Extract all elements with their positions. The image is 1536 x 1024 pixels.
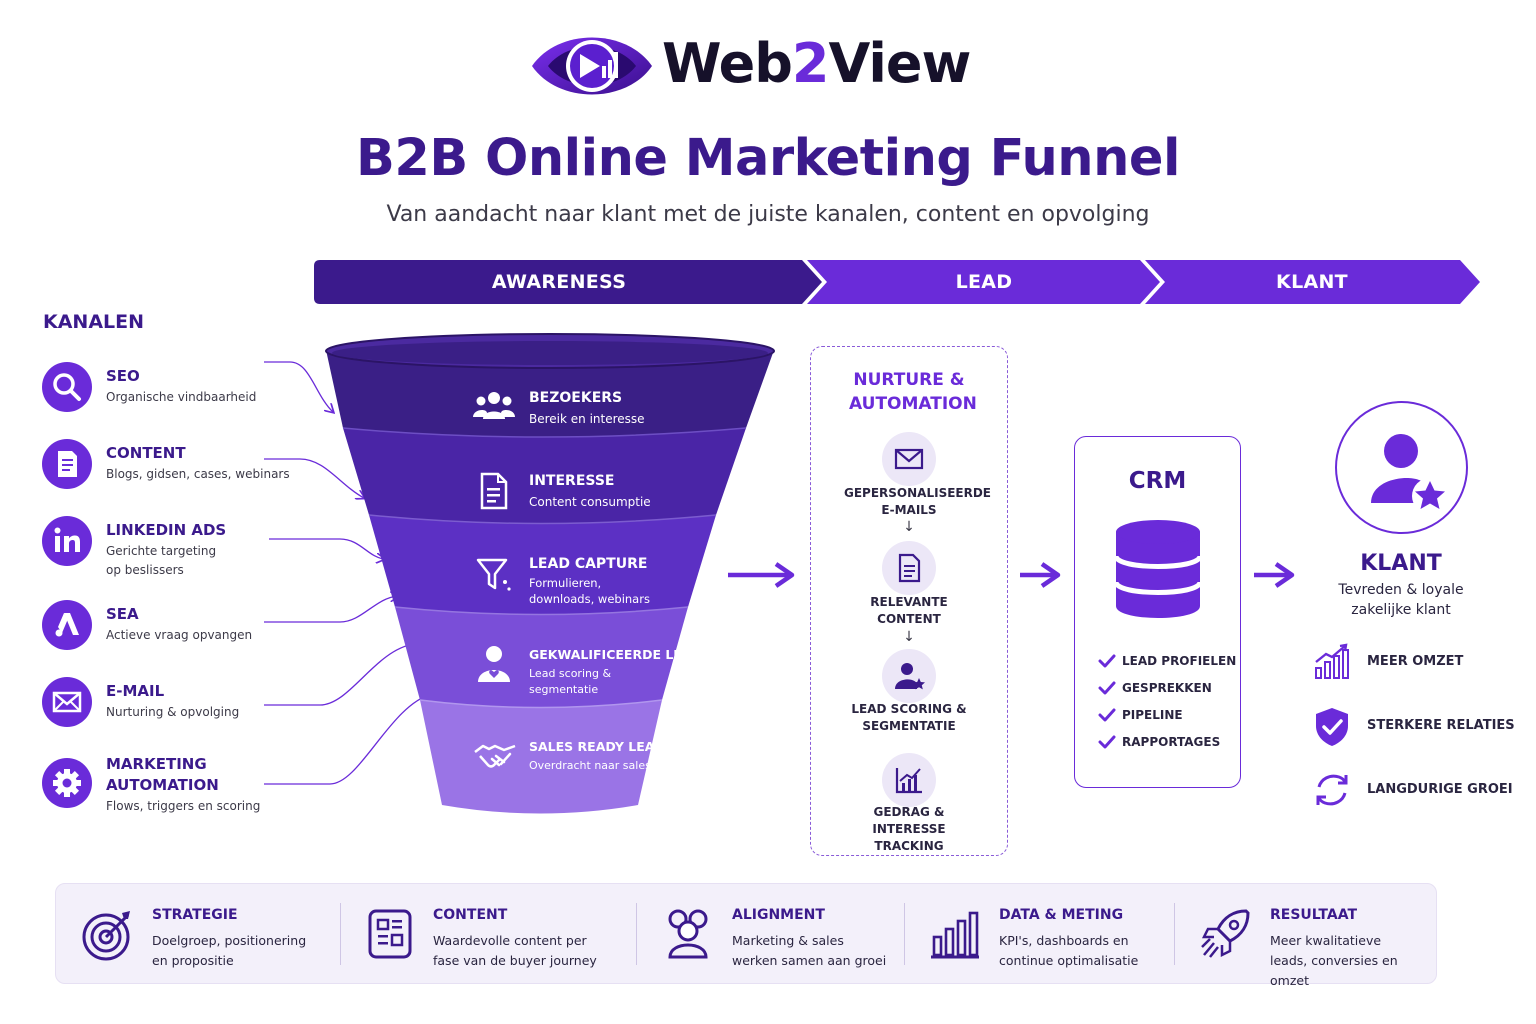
funnel-stage-lead-capture: LEAD CAPTURE Formulieren, downloads, web… (529, 556, 650, 606)
channel-desc: Actieve vraag opvangen (106, 628, 253, 642)
checkmark-icon (1098, 708, 1116, 722)
nurture-title: NURTURE & AUTOMATION (849, 370, 977, 414)
search-icon (42, 362, 92, 412)
channel-seo: SEO Organische vindbaarheid (42, 362, 302, 422)
benefit-meer-omzet: MEER OMZET (1312, 642, 1522, 682)
database-icon (1114, 520, 1202, 618)
user-star-icon (882, 649, 936, 703)
envelope-icon (42, 677, 92, 727)
funnel-stage-sales-ready: SALES READY LEAD Overdracht naar sales (529, 739, 665, 772)
bar-chart-icon (931, 911, 979, 959)
channels-heading: KANALEN (43, 311, 145, 333)
growth-chart-icon (1315, 643, 1349, 679)
user-heart-icon (478, 646, 510, 682)
stage-lead: LEAD (955, 271, 1013, 293)
footer-item-strategie: STRATEGIE Doelgroep, positionering en pr… (80, 883, 330, 984)
channel-content: CONTENT Blogs, gidsen, cases, webinars (42, 439, 302, 499)
team-icon (668, 909, 708, 959)
channel-title: CONTENT (106, 444, 186, 462)
klant-avatar (1335, 401, 1468, 534)
nurture-step-content: RELEVANTE CONTENT (870, 595, 948, 626)
crm-panel (1074, 436, 1241, 788)
klant-title: KLANT (1360, 551, 1442, 576)
stage-awareness: AWARENESS (491, 271, 627, 293)
checkmark-icon (1098, 654, 1116, 668)
page-title: B2B Online Marketing Funnel (356, 129, 1180, 188)
document-icon (42, 439, 92, 489)
klant-desc: Tevreden & loyale zakelijke klant (1338, 582, 1464, 618)
stage-bar: AWARENESS LEAD KLANT (314, 260, 1480, 304)
page-subtitle: Van aandacht naar klant met de juiste ka… (386, 202, 1150, 227)
cycle-icon (1316, 774, 1348, 806)
checkmark-icon (1098, 735, 1116, 749)
funnel-segment-bezoekers (326, 350, 774, 437)
footer-divider (904, 903, 905, 965)
funnel-icon (476, 558, 511, 591)
people-icon (473, 392, 515, 419)
stage-arrows (314, 260, 1480, 304)
channel-desc: Nurturing & opvolging (106, 705, 240, 719)
arrow-right-icon (1254, 562, 1295, 588)
nurture-step-scoring: LEAD SCORING & SEGMENTATIE (851, 702, 967, 733)
brand-logo: Web2View (528, 26, 988, 106)
funnel-stage-qualified: GEKWALIFICEERDE LEAD Lead scoring & segm… (529, 647, 702, 696)
channel-title: E-MAIL (106, 682, 165, 700)
channel-sea: SEA Actieve vraag opvangen (42, 600, 302, 660)
arrow-right-icon (728, 562, 795, 588)
stage-klant: KLANT (1276, 271, 1348, 293)
benefit-langdurige-groei: LANGDURIGE GROEI (1312, 770, 1522, 810)
shield-check-icon (1316, 708, 1348, 746)
target-icon (82, 911, 130, 961)
footer-item-resultaat: RESULTAAT Meer kwalitatieve leads, conve… (1200, 883, 1430, 988)
footer-item-alignment: ALIGNMENT Marketing & sales werken samen… (664, 883, 894, 984)
arrow-down-icon: ↓ (903, 519, 915, 535)
footer-divider (1174, 903, 1175, 965)
gear-icon (42, 758, 92, 808)
channel-email: E-MAIL Nurturing & opvolging (42, 677, 302, 737)
channel-desc: Organische vindbaarheid (106, 390, 257, 404)
footer-divider (636, 903, 637, 965)
google-ads-icon (42, 600, 92, 650)
footer-divider (340, 903, 341, 965)
footer-item-content: CONTENT Waardevolle content per fase van… (366, 883, 626, 984)
funnel-segment-lead-capture (369, 506, 716, 615)
benefit-sterkere-relaties: STERKERE RELATIES (1312, 706, 1522, 746)
checkmark-icon (1098, 681, 1116, 695)
document-icon (882, 541, 936, 595)
channel-title: MARKETING AUTOMATION (106, 755, 219, 794)
funnel-stage-interesse: INTERESSE Content consumptie (529, 473, 651, 509)
logo-eye-icon (532, 37, 652, 95)
document-icon (480, 472, 508, 510)
channel-desc: Gerichte targeting op beslissers (106, 544, 217, 577)
channel-desc: Blogs, gidsen, cases, webinars (106, 467, 290, 481)
channel-title: SEA (106, 605, 139, 623)
nurture-step-tracking: GEDRAG & INTERESSE TRACKING (872, 805, 946, 853)
user-star-icon (1371, 434, 1448, 514)
envelope-icon (882, 432, 936, 486)
nurture-panel (810, 346, 1008, 856)
layout-icon (368, 909, 412, 959)
funnel-stage-bezoekers: BEZOEKERS Bereik en interesse (529, 390, 645, 426)
arrow-right-icon (1020, 562, 1061, 588)
arrow-down-icon: ↓ (903, 629, 915, 645)
channel-linkedin-ads: LINKEDIN ADS Gerichte targeting op besli… (42, 516, 302, 580)
channel-title: LINKEDIN ADS (106, 521, 227, 539)
rocket-icon (1201, 909, 1250, 958)
nurture-step-emails: GEPERSONALISEERDE E-MAILS (844, 486, 991, 517)
handshake-icon (474, 744, 516, 768)
channel-desc: Flows, triggers en scoring (106, 799, 261, 813)
funnel-segment-interesse (343, 419, 746, 524)
channel-title: SEO (106, 367, 140, 385)
linkedin-icon (42, 516, 92, 566)
funnel-segment-sales-ready (420, 695, 662, 814)
chart-icon (882, 753, 936, 807)
footer-item-data-meting: DATA & METING KPI's, dashboards en conti… (930, 883, 1170, 984)
channel-marketing-automation: MARKETING AUTOMATION Flows, triggers en … (42, 755, 302, 820)
crm-title: CRM (1128, 468, 1187, 494)
funnel-segment-qualified (395, 599, 688, 708)
brand-name: Web2View (662, 32, 971, 95)
